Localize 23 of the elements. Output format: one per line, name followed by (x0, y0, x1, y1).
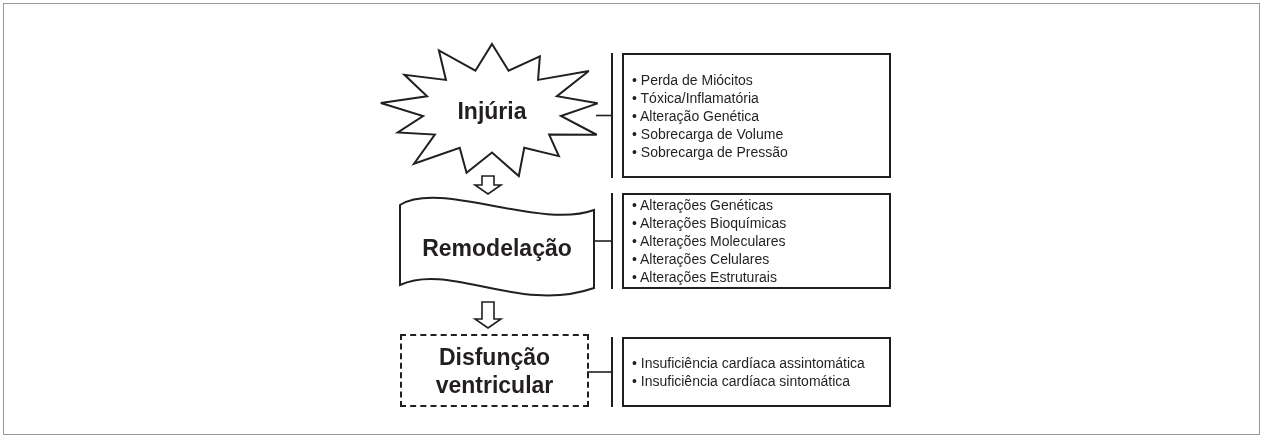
list-item: • Insuficiência cardíaca sintomática (632, 372, 852, 390)
connector-line (586, 371, 612, 373)
list-item: • Sobrecarga de Pressão (632, 142, 789, 161)
stage-title: Disfunção ventricular (434, 342, 555, 399)
bracketed-list-box (611, 337, 891, 407)
list-item: • Alterações Genéticas (632, 196, 775, 214)
block-arrow (472, 301, 504, 329)
list-item: • Sobrecarga de Volume (632, 124, 785, 143)
stage-title: Injúria (457, 97, 527, 125)
list-item: • Alterações Celulares (632, 250, 771, 268)
list-item: • Alterações Estruturais (632, 268, 778, 286)
bracketed-list-box (611, 193, 891, 289)
list-item: • Tóxica/Inflamatória (632, 88, 760, 107)
list-item: • Insuficiência cardíaca assintomática (632, 354, 866, 372)
stage-title: Remodelação (422, 234, 572, 262)
block-arrow (472, 175, 504, 195)
list-item: • Perda de Miócitos (632, 70, 754, 89)
connector-line (595, 114, 612, 117)
list-item: • Alterações Moleculares (632, 232, 787, 250)
bracketed-list-box (611, 53, 891, 178)
list-item: • Alterações Bioquímicas (632, 214, 788, 232)
dashed-box (400, 334, 589, 407)
list-item: • Alteração Genética (632, 106, 761, 125)
